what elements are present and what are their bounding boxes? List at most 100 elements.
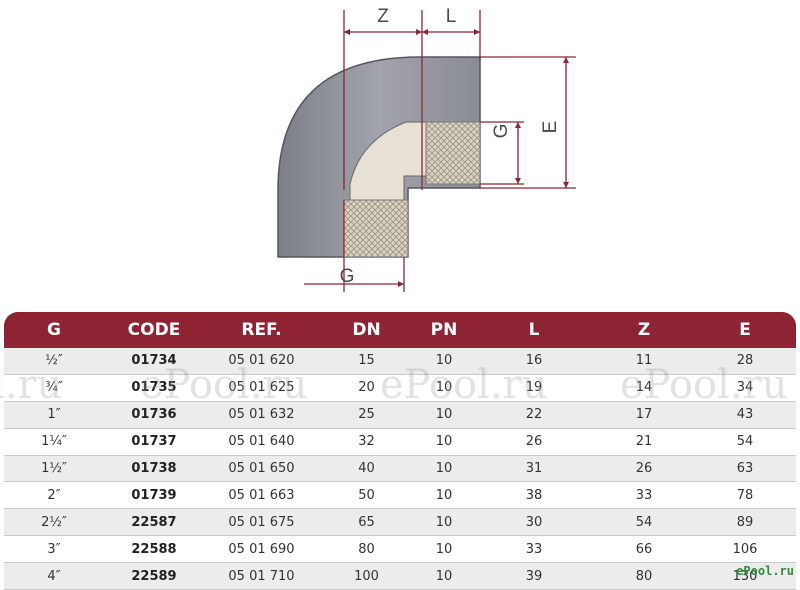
header-ref: REF.	[241, 320, 282, 340]
table-cell: 80	[319, 535, 414, 564]
table-cell: 10	[414, 455, 474, 483]
table-cell: 54	[594, 508, 694, 537]
table-cell: 10	[414, 481, 474, 510]
table-cell: 54	[694, 428, 796, 456]
table-cell: 10	[414, 428, 474, 456]
table-cell: 01737	[104, 428, 204, 456]
table-cell: 22587	[104, 508, 204, 537]
table-cell: 30	[474, 508, 594, 537]
table-cell: 28	[694, 348, 796, 375]
table-cell: 10	[414, 562, 474, 590]
table-cell: 39	[474, 562, 594, 590]
table-cell: 16	[474, 348, 594, 375]
table-cell: 32	[319, 428, 414, 456]
table-cell: 01739	[104, 481, 204, 510]
table-cell: 10	[414, 348, 474, 375]
table-cell: 65	[319, 508, 414, 537]
table-cell: 34	[694, 374, 796, 402]
table-cell: 106	[694, 535, 796, 564]
table-cell: 05 01 620	[204, 348, 319, 375]
table-cell: ½″	[4, 348, 104, 375]
table-cell: 1¼″	[4, 428, 104, 456]
table-cell: 17	[594, 401, 694, 429]
table-cell: 10	[414, 535, 474, 564]
elbow-fitting-diagram: Z L G E G	[277, 6, 576, 292]
table-cell: 33	[474, 535, 594, 564]
table-cell: 05 01 675	[204, 508, 319, 537]
table-cell: 89	[694, 508, 796, 537]
table-cell: 11	[594, 348, 694, 375]
table-cell: 43	[694, 401, 796, 429]
table-cell: 01735	[104, 374, 204, 402]
header-l: L	[528, 320, 540, 340]
dimension-lines	[304, 10, 576, 292]
table-cell: 21	[594, 428, 694, 456]
table-cell: 10	[414, 508, 474, 537]
label-g-bottom: G	[340, 266, 355, 287]
table-cell: 20	[319, 374, 414, 402]
table-cell: 05 01 632	[204, 401, 319, 429]
table-cell: 05 01 710	[204, 562, 319, 590]
label-z: Z	[377, 6, 389, 27]
table-cell: ¾″	[4, 374, 104, 402]
label-g-right: G	[491, 124, 512, 139]
table-cell: 22	[474, 401, 594, 429]
thread-bottom	[343, 199, 409, 258]
table-cell: 10	[414, 374, 474, 402]
table-cell: 14	[594, 374, 694, 402]
header-z: Z	[637, 320, 651, 340]
header-dn: DN	[352, 320, 381, 340]
dimension-arrows	[344, 29, 569, 287]
table-cell: 26	[474, 428, 594, 456]
header-g: G	[47, 320, 61, 340]
table-cell: 38	[474, 481, 594, 510]
header-e: E	[739, 320, 751, 340]
thread-right	[425, 121, 481, 185]
table-cell: 78	[694, 481, 796, 510]
header-code: CODE	[127, 320, 181, 340]
table-cell: 22588	[104, 535, 204, 564]
table-cell: 26	[594, 455, 694, 483]
table-cell: 2″	[4, 481, 104, 510]
table-cell: 22589	[104, 562, 204, 590]
label-l: L	[446, 6, 457, 27]
table-cell: 31	[474, 455, 594, 483]
table-cell: 63	[694, 455, 796, 483]
header-pn: PN	[430, 320, 458, 340]
table-cell: 19	[474, 374, 594, 402]
table-cell: 25	[319, 401, 414, 429]
table-cell: 1″	[4, 401, 104, 429]
table-cell: 05 01 640	[204, 428, 319, 456]
table-cell: 15	[319, 348, 414, 375]
table-cell: 05 01 625	[204, 374, 319, 402]
table-cell: 3″	[4, 535, 104, 564]
table-cell: 4″	[4, 562, 104, 590]
table-cell: 05 01 663	[204, 481, 319, 510]
table-cell: 01736	[104, 401, 204, 429]
table-cell: 100	[319, 562, 414, 590]
table-cell: 05 01 650	[204, 455, 319, 483]
table-cell: 1½″	[4, 455, 104, 483]
table-cell: 40	[319, 455, 414, 483]
label-e: E	[540, 121, 561, 134]
table-cell: 10	[414, 401, 474, 429]
table-cell: 50	[319, 481, 414, 510]
table-cell: 33	[594, 481, 694, 510]
table-cell: 01734	[104, 348, 204, 375]
table-cell: 05 01 690	[204, 535, 319, 564]
table-header-row: G CODE REF. DN PN L Z E	[4, 312, 796, 348]
table-cell: 01738	[104, 455, 204, 483]
table-cell: 2½″	[4, 508, 104, 537]
table-cell: 80	[594, 562, 694, 590]
table-cell: 66	[594, 535, 694, 564]
